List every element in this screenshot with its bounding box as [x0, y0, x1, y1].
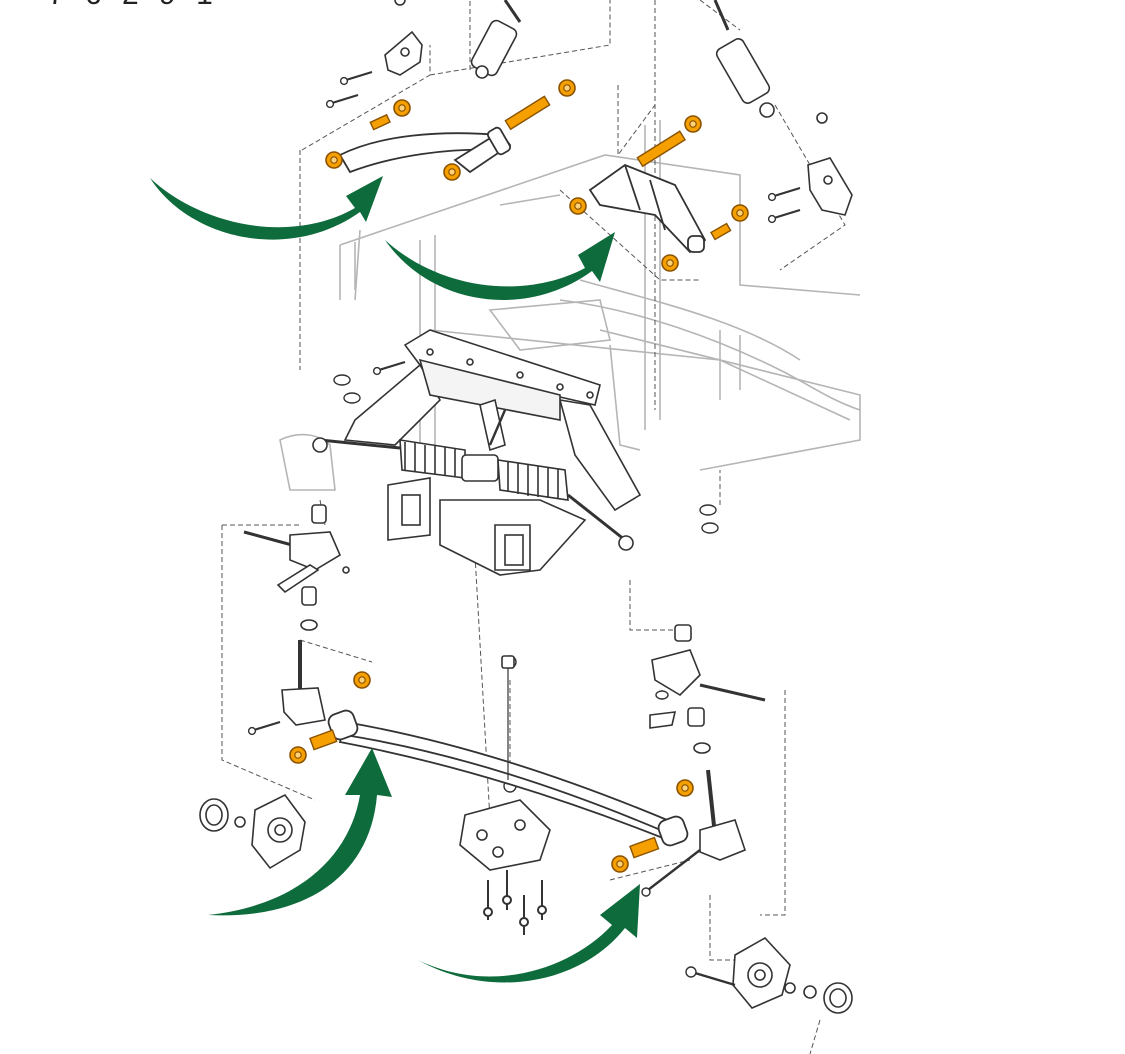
shock-absorber-left [470, 0, 522, 79]
figure-number: 7 6 2 9 1 [48, 0, 219, 12]
center-mount-bracket [387, 477, 587, 576]
arrow-upper-right-control-arm [385, 232, 615, 300]
clamp-bolts [483, 870, 547, 935]
leaf-spring-hardware [289, 671, 694, 873]
shock-absorber-right [713, 0, 775, 118]
steering-rack [312, 409, 634, 551]
left-steering-knuckle [243, 504, 350, 726]
right-knuckle-hardware [641, 849, 701, 897]
upper-left-hardware [325, 70, 576, 181]
upper-right-bracket [807, 112, 853, 216]
right-steering-knuckle [649, 624, 766, 861]
right-hub-bolt [685, 966, 736, 987]
arrow-leaf-spring-left-eye [208, 748, 392, 916]
callout-arrows [150, 176, 640, 983]
chassis-frame [279, 120, 861, 491]
left-knuckle-hardware [247, 720, 282, 736]
leaf-spring-clamp [459, 655, 551, 871]
upper-right-hardware [569, 115, 802, 272]
arrow-leaf-spring-right-eye [418, 884, 640, 983]
front-subframe [343, 329, 642, 512]
transverse-leaf-spring [327, 709, 689, 847]
subframe-bolts [372, 360, 407, 376]
upper-right-control-arm [588, 163, 707, 254]
upper-left-bracket [384, 0, 423, 76]
right-wheel-hub [732, 936, 853, 1014]
arrow-upper-left-control-arm [150, 176, 383, 240]
upper-left-control-arm [338, 126, 512, 174]
left-wheel-hub [199, 793, 306, 870]
